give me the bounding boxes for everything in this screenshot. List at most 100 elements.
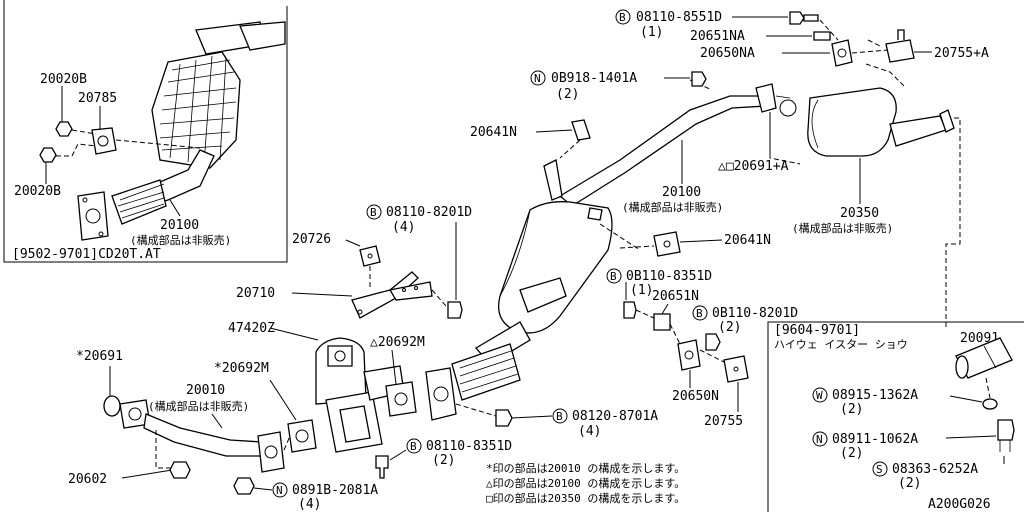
circle-b-08110-8551 [615, 9, 631, 25]
circle-b-08110-8351 [406, 438, 422, 454]
label-0b110-8351d: 0B110-8351D [626, 269, 712, 284]
inset-nut-bottom [39, 147, 57, 163]
label-20692m-triangle: △20692M [370, 335, 425, 350]
note-2: △印の部品は20100 の構成を示します。 [486, 476, 685, 490]
bolt-08110-8351 [375, 455, 389, 479]
label-08110-8351d-qty: (2) [432, 453, 455, 468]
circle-n-0b918 [530, 70, 546, 86]
circle-b-0b110-8201 [692, 305, 708, 321]
inset-cd20t-at: 20020B 20785 20020B 20100 (構成部品は非販売) [95… [3, 0, 288, 263]
label-20691-plus-a: △□20691+A [718, 159, 789, 174]
tail-finisher-20091 [955, 337, 1013, 379]
note-3: □印の部品は20350 の構成を示します。 [486, 491, 685, 505]
nut-0891b-2081 [233, 477, 255, 495]
nut-20602 [169, 461, 191, 479]
label-20350-sub: (構成部品は非販売) [792, 221, 893, 235]
label-08110-8201d: 08110-8201D [386, 205, 472, 220]
dash-tail-to-inset [945, 117, 961, 330]
label-20641n-mid: 20641N [724, 233, 771, 248]
label-08363-6252a: 08363-6252A [892, 462, 978, 477]
svg-text:B: B [610, 270, 617, 283]
svg-text:B: B [370, 206, 377, 219]
label-0b918-1401a-qty: (2) [556, 87, 579, 102]
circle-w-08915 [812, 387, 828, 403]
label-08915-1362a-qty: (2) [840, 402, 863, 417]
bracket-20710 [351, 271, 433, 319]
circle-n-0891b [272, 482, 288, 498]
label-20726: 20726 [292, 232, 331, 247]
inset-caption-cd20t-at: [9502-9701]CD20T.AT [12, 247, 161, 262]
front-pipe-20010 [119, 399, 285, 473]
inset-catalytic-converter [77, 21, 286, 241]
rear-muffler-20350 [779, 87, 955, 157]
label-08110-8201d-qty: (4) [392, 220, 415, 235]
label-20020b-top: 20020B [40, 72, 87, 87]
svg-text:B: B [556, 410, 563, 423]
label-0891b-2081a: 0891B-2081A [292, 483, 378, 498]
rubber-mount-20650n [677, 339, 701, 371]
label-20100-center-sub: (構成部品は非販売) [622, 200, 723, 214]
clip-20726 [359, 245, 381, 267]
bracket-20755a [885, 29, 915, 63]
label-08911-1062a-qty: (2) [840, 446, 863, 461]
spacer-20651n [653, 313, 671, 331]
label-20755: 20755 [704, 414, 743, 429]
svg-text:W: W [816, 389, 823, 402]
label-08110-8551d: 08110-8551D [636, 10, 722, 25]
label-20641n-top: 20641N [470, 125, 517, 140]
label-0891b-2081a-qty: (4) [298, 497, 321, 512]
bolt-08110-8201 [447, 301, 463, 319]
svg-text:S: S [876, 463, 883, 476]
front-muffler [425, 201, 613, 421]
washer-08915 [982, 398, 998, 410]
svg-text:N: N [816, 433, 823, 446]
label-20020b-bottom: 20020B [14, 184, 61, 199]
inset-nut-top [55, 121, 73, 137]
circle-s-08363 [872, 461, 888, 477]
label-20650n: 20650N [672, 389, 719, 404]
inset-caption-9604-9701: [9604-9701] [774, 323, 860, 338]
label-20710: 20710 [236, 286, 275, 301]
label-20692m-star: *20692M [214, 361, 269, 376]
svg-text:B: B [696, 307, 703, 320]
label-20100-inset: 20100 [160, 218, 199, 233]
label-08120-8701a-qty: (4) [578, 424, 601, 439]
label-20691-star: *20691 [76, 349, 123, 364]
bolt-08120-8701 [495, 409, 513, 427]
finisher-dash [985, 377, 991, 399]
bracket-dash [369, 266, 447, 307]
inset-highway-star: [9604-9701] ハイウェ イスター ショウ 20091 W 08915-… [767, 321, 1024, 512]
circle-b-08110-8201 [366, 204, 382, 220]
circle-b-08120-8701 [552, 408, 568, 424]
label-20602: 20602 [68, 472, 107, 487]
bolt-08110-8551 [789, 11, 819, 25]
circle-b-0b110-8351 [606, 268, 622, 284]
label-20350: 20350 [840, 206, 879, 221]
circle-n-08911 [812, 431, 828, 447]
gasket-20692m-right [385, 381, 417, 417]
nut-0b918 [691, 71, 707, 87]
label-0b110-8201d-qty: (2) [718, 320, 741, 335]
label-0b918-1401a: 0B918-1401A [551, 71, 637, 86]
label-20785: 20785 [78, 91, 117, 106]
inset-frame-topleft [3, 0, 288, 263]
label-08110-8551d-qty: (1) [640, 25, 663, 40]
label-0b110-8351d-qty: (1) [630, 283, 653, 298]
bracket-20755 [723, 355, 749, 383]
mount-47420z [315, 337, 405, 453]
bolt-08911 [997, 419, 1015, 452]
label-20010-sub: (構成部品は非販売) [148, 399, 249, 413]
hanger-20641n-mid [653, 231, 681, 257]
gasket-20691 [103, 395, 121, 417]
svg-text:B: B [410, 440, 417, 453]
label-20100-center: 20100 [662, 185, 701, 200]
bolt-0b110-8201 [705, 333, 721, 351]
spacer-20651na [813, 31, 831, 41]
label-08363-6252a-qty: (2) [898, 476, 921, 491]
gasket-20692m-left [287, 419, 317, 453]
label-0b110-8201d: 0B110-8201D [712, 306, 798, 321]
note-1: *印の部品は20010 の構成を示します。 [486, 461, 685, 475]
flange-dash [455, 403, 497, 417]
diagram-code: A200G026 [928, 497, 991, 512]
